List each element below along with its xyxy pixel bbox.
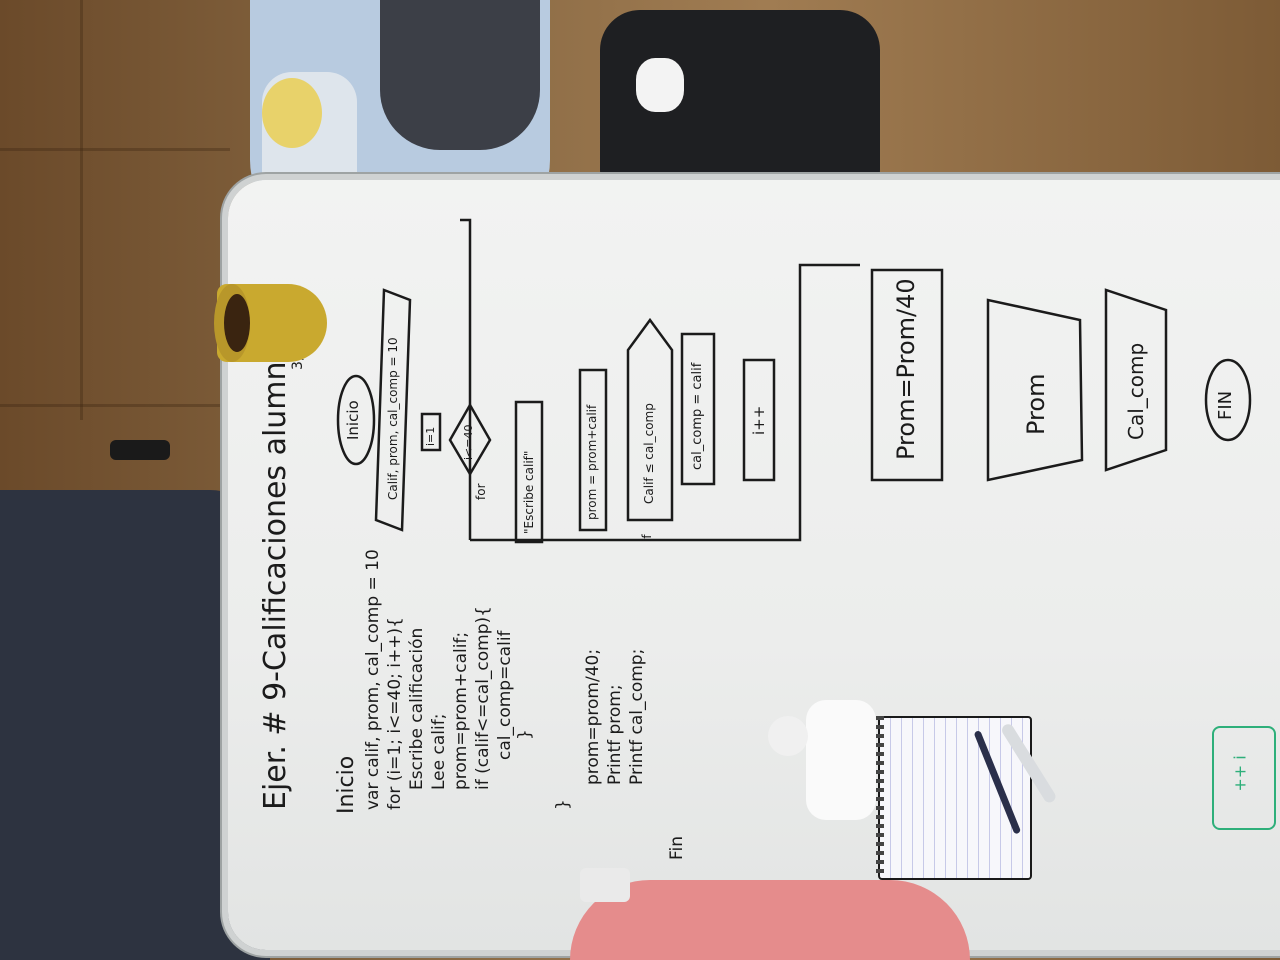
output-prom-shape <box>986 298 1084 482</box>
person-sleeve <box>380 0 540 150</box>
tissue <box>806 700 876 820</box>
green-note-text: ++ i <box>1230 755 1250 792</box>
write-box <box>514 400 544 544</box>
paper-cup <box>580 868 630 902</box>
green-marker-note: ++ i <box>1212 726 1276 830</box>
vars-parallelogram <box>374 288 412 532</box>
notebook-spiral <box>876 716 884 876</box>
floor-seam <box>80 0 83 420</box>
decision-box <box>626 317 674 522</box>
floor-seam <box>0 404 230 407</box>
person-pink-shirt <box>570 880 970 960</box>
output-comp-shape <box>1104 288 1168 472</box>
loop-line <box>460 218 472 540</box>
flow-init-label: i=1 <box>424 426 437 446</box>
flow-vars-label: Calif, prom, cal_comp = 10 <box>386 337 400 500</box>
flow-end-label: FIN <box>1215 390 1236 420</box>
whiteboard <box>228 180 1280 950</box>
assign-box <box>680 332 716 486</box>
flow-sum-label: prom = prom+calif <box>585 404 599 520</box>
flow-for-label: for <box>474 483 488 501</box>
fruit <box>262 78 322 148</box>
tissue-on-chair <box>636 58 684 112</box>
loop-exit <box>470 263 860 542</box>
mug-coffee <box>224 294 250 352</box>
flow-increment-label: i++ <box>750 405 768 435</box>
flow-output-prom-label: Prom <box>1022 373 1050 435</box>
start-terminal <box>336 374 376 466</box>
flow-average-label: Prom=Prom/40 <box>892 278 920 460</box>
sum-box <box>578 368 608 532</box>
flow-write-label: "Escribe calif" <box>522 450 536 534</box>
flow-if-label: if <box>640 534 654 542</box>
end-terminal <box>1204 358 1252 442</box>
flow-output-comp-label: Cal_comp <box>1124 342 1148 440</box>
increment-box <box>742 358 776 482</box>
flow-decision-label: Calif ≤ cal_comp <box>642 403 656 504</box>
power-adapter <box>110 440 170 460</box>
crumpled-paper <box>768 716 808 756</box>
person-left <box>0 490 270 960</box>
init-box <box>420 412 442 452</box>
floor-seam <box>0 148 230 151</box>
flow-start-label: Inicio <box>344 400 362 440</box>
flow-assign-label: cal_comp = calif <box>690 362 705 470</box>
flow-condition-label: i<=40 <box>462 424 475 461</box>
average-box <box>870 268 944 482</box>
